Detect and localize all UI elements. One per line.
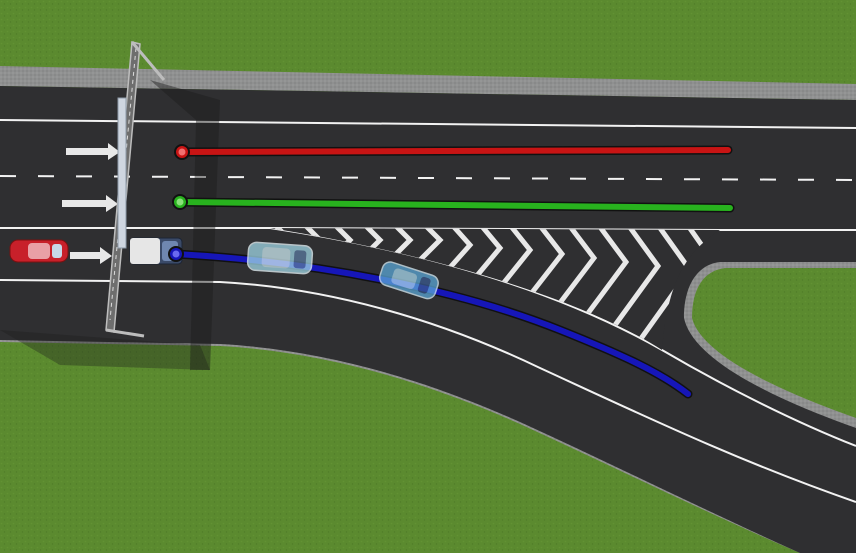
lane-arrow-icon xyxy=(70,247,112,264)
edge-line-bottom xyxy=(0,279,856,503)
center-lane-path[interactable] xyxy=(172,194,735,213)
traffic-island xyxy=(692,268,856,418)
lane-arrows xyxy=(62,143,120,264)
ghost-car-2[interactable] xyxy=(378,260,441,301)
sign-gantry-icon xyxy=(105,41,166,338)
gantry-shadow-ground xyxy=(0,330,210,370)
left-lane-path[interactable] xyxy=(174,144,733,160)
red-car[interactable] xyxy=(9,239,69,263)
ghost-car-1[interactable] xyxy=(246,241,314,275)
lane-divider-dashed xyxy=(0,175,856,181)
lane-arrow-icon xyxy=(66,143,120,160)
upper-curb xyxy=(0,66,856,100)
edge-line-top xyxy=(0,119,856,129)
lane-arrow-icon xyxy=(62,195,118,212)
